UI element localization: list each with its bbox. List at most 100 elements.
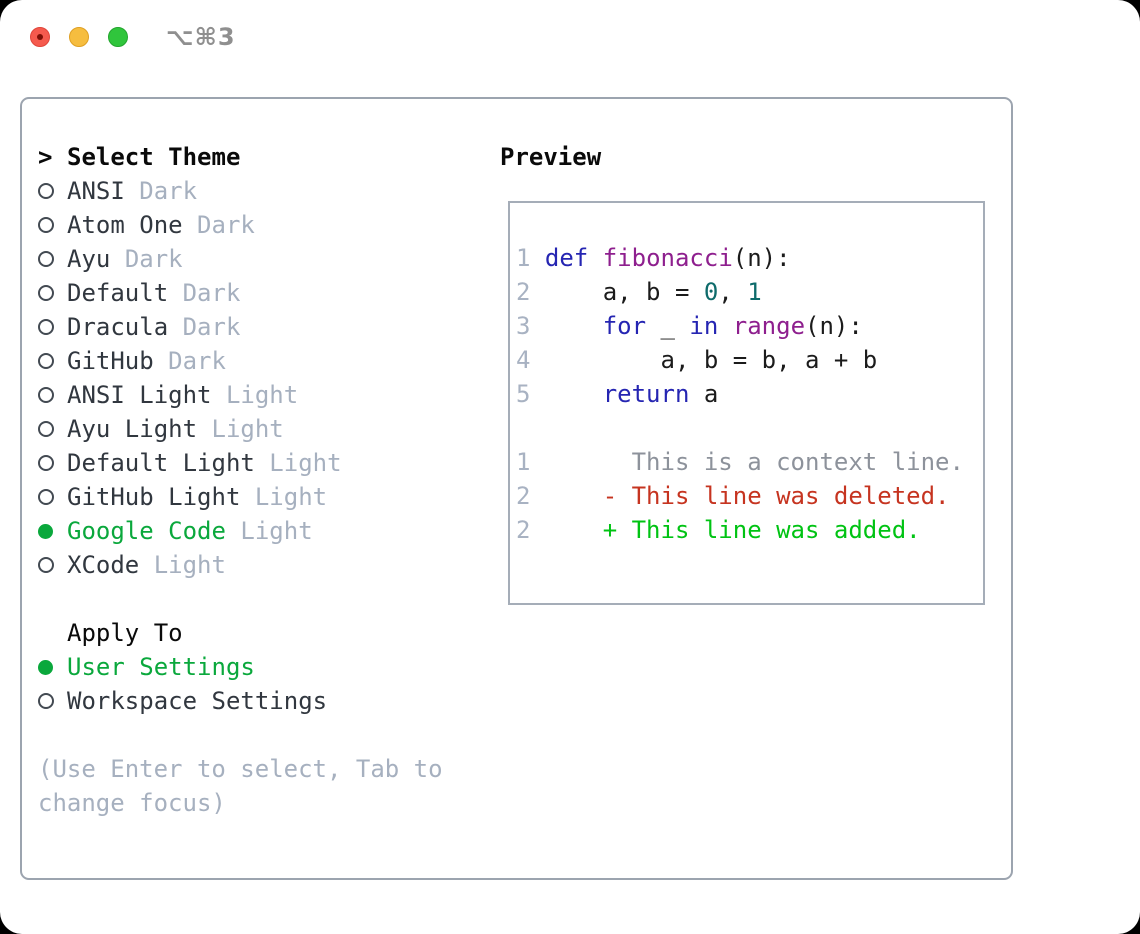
code-segment: _ xyxy=(646,312,690,340)
theme-variant: Dark xyxy=(124,245,183,273)
code-segment: , xyxy=(718,278,748,306)
code-line: 2 a, b = 0, 1 xyxy=(516,275,983,309)
space xyxy=(139,548,153,582)
theme-variant: Light xyxy=(240,517,313,545)
code-segment: - This line was deleted. xyxy=(602,482,950,510)
radio-icon xyxy=(38,489,54,505)
theme-item-ansi[interactable]: ANSI Dark xyxy=(38,174,468,208)
theme-item-github[interactable]: GitHub Dark xyxy=(38,344,468,378)
radio-icon xyxy=(38,183,54,199)
theme-name: ANSI xyxy=(67,177,125,205)
theme-variant: Dark xyxy=(168,347,226,375)
code-segment: fibonacci xyxy=(602,244,733,272)
code-segment: 5 xyxy=(516,380,531,408)
code-segment: in xyxy=(689,312,719,340)
radio-gutter xyxy=(38,523,67,539)
code-segment xyxy=(530,312,602,340)
theme-variant: Dark xyxy=(139,177,198,205)
space xyxy=(226,514,240,548)
code-line: 1 def fibonacci(n): xyxy=(516,241,983,275)
code-segment: 2 xyxy=(516,516,531,544)
theme-item-github-light[interactable]: GitHub Light Light xyxy=(38,480,468,514)
cursor-icon: > xyxy=(38,143,53,171)
theme-name: Atom One xyxy=(67,211,183,239)
code-segment xyxy=(530,482,602,510)
spacer xyxy=(38,582,468,616)
radio-icon xyxy=(38,387,54,403)
code-segment: 0 xyxy=(703,278,719,306)
theme-picker-heading: Select Theme xyxy=(67,143,241,171)
space xyxy=(197,412,211,446)
window-title: ⌥⌘3 xyxy=(166,23,236,51)
code-segment xyxy=(530,516,602,544)
code-segment: 2 xyxy=(516,278,531,306)
space xyxy=(240,480,254,514)
code-segment: a xyxy=(689,380,719,408)
minimize-button[interactable] xyxy=(69,27,89,47)
theme-variant: Light xyxy=(225,381,299,409)
apply-option-user-settings[interactable]: User Settings xyxy=(38,650,468,684)
code-segment: 4 xyxy=(516,346,531,374)
radio-gutter xyxy=(38,251,67,267)
radio-gutter xyxy=(38,285,67,301)
radio-gutter xyxy=(38,557,67,573)
cursor-gutter: > xyxy=(38,140,67,174)
radio-gutter xyxy=(38,659,67,675)
radio-icon xyxy=(38,319,54,335)
code-segment: 2 xyxy=(516,482,531,510)
code-segment: + This line was added. xyxy=(602,516,921,544)
radio-gutter xyxy=(38,319,67,335)
theme-name: GitHub xyxy=(67,347,154,375)
theme-name: Default xyxy=(67,279,169,307)
radio-icon xyxy=(38,251,54,267)
theme-item-default-light[interactable]: Default Light Light xyxy=(38,446,468,480)
radio-icon xyxy=(38,421,54,437)
radio-gutter xyxy=(38,387,67,403)
radio-gutter xyxy=(38,455,67,471)
theme-item-ansi-light[interactable]: ANSI Light Light xyxy=(38,378,468,412)
code-line: 1 This is a context line. xyxy=(516,445,983,479)
theme-item-ayu[interactable]: Ayu Dark xyxy=(38,242,468,276)
theme-item-atom-one[interactable]: Atom One Dark xyxy=(38,208,468,242)
apply-option-label: Workspace Settings xyxy=(67,687,328,715)
theme-name: XCode xyxy=(67,551,140,579)
apply-option-workspace-settings[interactable]: Workspace Settings xyxy=(38,684,468,718)
code-segment: This is a context line. xyxy=(631,448,964,476)
radio-icon xyxy=(38,217,54,233)
radio-gutter xyxy=(38,353,67,369)
code-segment: (n): xyxy=(805,312,863,340)
code-segment: 3 xyxy=(516,312,531,340)
code-segment xyxy=(530,380,602,408)
theme-item-ayu-light[interactable]: Ayu Light Light xyxy=(38,412,468,446)
apply-to-heading: Apply To xyxy=(67,619,183,647)
theme-item-default[interactable]: Default Dark xyxy=(38,276,468,310)
theme-name: Google Code xyxy=(67,517,226,545)
theme-item-xcode[interactable]: XCode Light xyxy=(38,548,468,582)
theme-item-dracula[interactable]: Dracula Dark xyxy=(38,310,468,344)
code-segment xyxy=(718,312,732,340)
code-segment: (n): xyxy=(732,244,791,272)
code-segment: for xyxy=(602,312,647,340)
theme-item-google-code[interactable]: Google Code Light xyxy=(38,514,468,548)
close-button[interactable] xyxy=(30,27,50,47)
code-segment: def xyxy=(544,244,589,272)
zoom-button[interactable] xyxy=(108,27,128,47)
radio-icon xyxy=(38,557,54,573)
space xyxy=(125,174,139,208)
theme-picker-heading-row: > Select Theme xyxy=(38,140,468,174)
code-line: 3 for _ in range(n): xyxy=(516,309,983,343)
code-segment: a, b = b, a + b xyxy=(530,346,878,374)
spacer xyxy=(38,718,468,752)
code-line: 2 + This line was added. xyxy=(516,513,983,547)
space xyxy=(154,344,168,378)
code-line xyxy=(516,411,983,445)
space xyxy=(183,208,197,242)
code-segment xyxy=(530,448,631,476)
radio-icon xyxy=(38,285,54,301)
code-line: 5 return a xyxy=(516,377,983,411)
code-segment: 1 xyxy=(747,278,762,306)
